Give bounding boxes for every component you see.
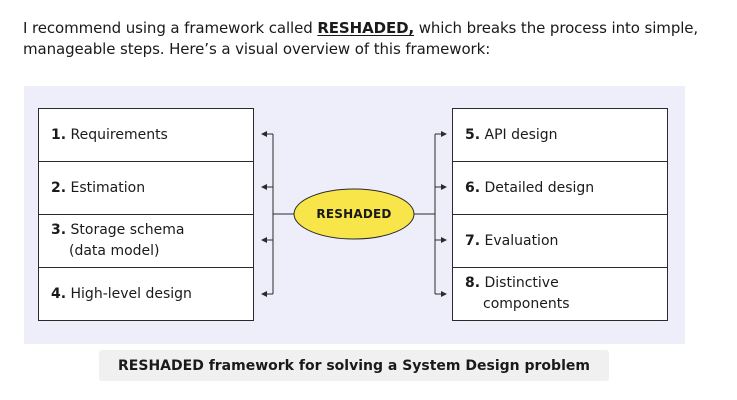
step-number: 3. xyxy=(51,222,67,238)
step-number: 7. xyxy=(465,232,481,249)
step-number: 1. xyxy=(51,126,67,143)
right-steps-column: 5. API design 6. Detailed design 7. Eval… xyxy=(452,108,668,321)
step-number: 6. xyxy=(465,179,481,196)
intro-paragraph: I recommend using a framework called RES… xyxy=(23,18,713,60)
intro-highlight: RESHADED, xyxy=(317,19,415,37)
step-number: 5. xyxy=(465,126,481,143)
step-label: Distinctive xyxy=(484,275,559,291)
step-number: 2. xyxy=(51,179,67,196)
step-label: Requirements xyxy=(70,126,168,143)
step-label: Storage schema xyxy=(70,222,185,238)
step-distinctive-components: 8. Distinctive components xyxy=(453,268,667,320)
step-label-continued: (data model) xyxy=(69,243,160,259)
step-detailed-design: 6. Detailed design xyxy=(453,162,667,215)
step-number: 4. xyxy=(51,285,67,302)
step-label: Evaluation xyxy=(484,232,559,249)
step-evaluation: 7. Evaluation xyxy=(453,215,667,268)
step-label: High-level design xyxy=(70,285,192,302)
reshaded-ellipse xyxy=(293,188,415,240)
step-storage-schema: 3. Storage schema (data model) xyxy=(39,215,253,268)
step-estimation: 2. Estimation xyxy=(39,162,253,215)
step-label: Estimation xyxy=(70,179,146,196)
step-api-design: 5. API design xyxy=(453,109,667,162)
step-label: Detailed design xyxy=(484,179,595,196)
step-high-level-design: 4. High-level design xyxy=(39,268,253,320)
figure-caption: RESHADED framework for solving a System … xyxy=(99,350,609,381)
step-label: API design xyxy=(484,126,558,143)
step-label-continued: components xyxy=(483,296,570,312)
reshaded-label: RESHADED xyxy=(316,207,392,221)
intro-text-after: which breaks the process into simple, ma… xyxy=(23,19,699,58)
intro-text-before: I recommend using a framework called xyxy=(23,19,318,37)
step-number: 8. xyxy=(465,275,481,291)
left-steps-column: 1. Requirements 2. Estimation 3. Storage… xyxy=(38,108,254,321)
step-requirements: 1. Requirements xyxy=(39,109,253,162)
